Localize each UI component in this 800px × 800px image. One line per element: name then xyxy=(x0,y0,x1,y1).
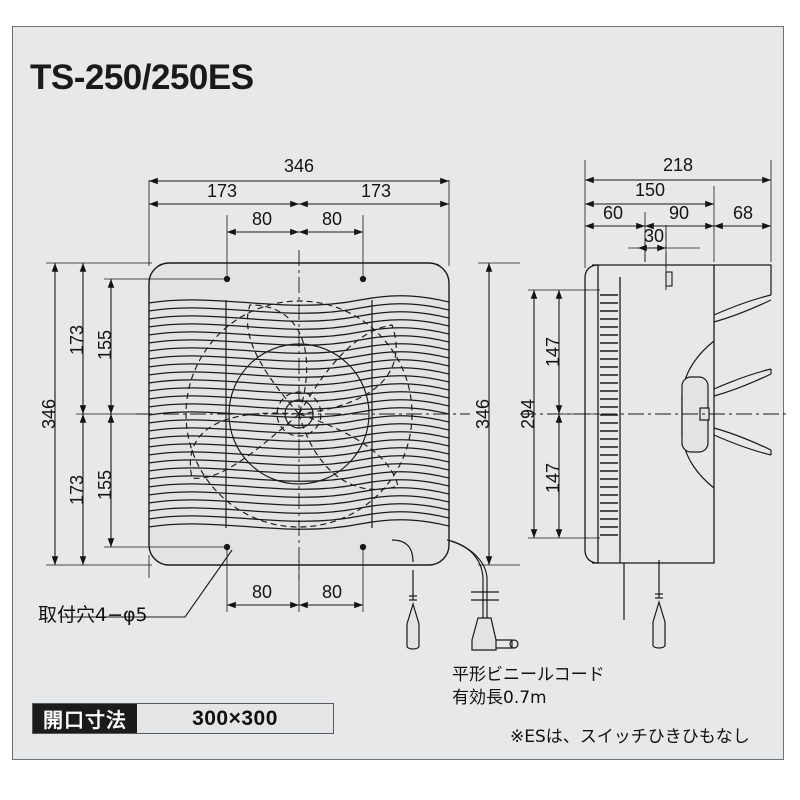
dim-front-bottom-80-pair xyxy=(227,560,363,612)
dim-label-front-173-left: 173 xyxy=(207,181,237,201)
dim-label-side-90: 90 xyxy=(669,203,689,223)
side-dim-extension-lines-left xyxy=(478,262,600,566)
dim-label-side-150: 150 xyxy=(635,180,665,200)
dim-label-front-346-left: 346 xyxy=(39,399,59,429)
page-title: TS-250/250ES xyxy=(30,58,254,97)
spec-bar-value: 300×300 xyxy=(137,704,333,733)
dim-label-front-155-bottom: 155 xyxy=(95,470,115,500)
dim-label-front-80-topright: 80 xyxy=(322,209,342,229)
side-outer-guard xyxy=(714,264,772,455)
dim-label-side-68: 68 xyxy=(733,203,753,223)
dim-label-side-60: 60 xyxy=(603,203,623,223)
spec-bar-label: 開口寸法 xyxy=(33,704,137,733)
dim-label-side-147-bottom: 147 xyxy=(543,463,563,493)
front-dim-extension-lines xyxy=(148,180,450,612)
side-grille-slats xyxy=(600,294,618,536)
front-power-cord xyxy=(446,539,519,651)
side-pull-weight xyxy=(652,560,666,649)
front-pull-cord xyxy=(391,539,420,650)
side-fan-blades xyxy=(713,294,772,456)
dim-label-front-173-top: 173 xyxy=(67,325,87,355)
side-motor-housing xyxy=(681,340,715,489)
spec-bar: 開口寸法 300×300 xyxy=(32,703,334,734)
mounting-hole-leader-line xyxy=(60,549,233,618)
front-dim-extension-lines-left xyxy=(46,262,225,566)
dim-label-side-294: 294 xyxy=(518,399,538,429)
mounting-hole-annotation: 取付穴4−φ5 xyxy=(38,604,148,626)
dim-label-front-155-top: 155 xyxy=(95,330,115,360)
dim-label-front-173-right: 173 xyxy=(361,181,391,201)
dim-label-front-173-bottom: 173 xyxy=(67,475,87,505)
dim-label-side-147-top: 147 xyxy=(543,337,563,367)
dim-label-side-346: 346 xyxy=(473,399,493,429)
dim-label-front-80-botleft: 80 xyxy=(252,582,272,602)
es-note: ※ESは、スイッチひきひもなし xyxy=(510,727,750,747)
front-center-lines xyxy=(136,250,470,580)
dim-label-side-30: 30 xyxy=(644,226,664,246)
dim-label-front-80-topleft: 80 xyxy=(252,209,272,229)
dim-label-front-80-botright: 80 xyxy=(322,582,342,602)
dim-label-front-346-top: 346 xyxy=(284,156,314,176)
side-switch-pin xyxy=(665,271,673,287)
cord-note-line1: 平形ビニールコード xyxy=(452,665,605,685)
cord-note-line2: 有効長0.7m xyxy=(452,688,547,708)
dim-label-side-218: 218 xyxy=(663,155,693,175)
